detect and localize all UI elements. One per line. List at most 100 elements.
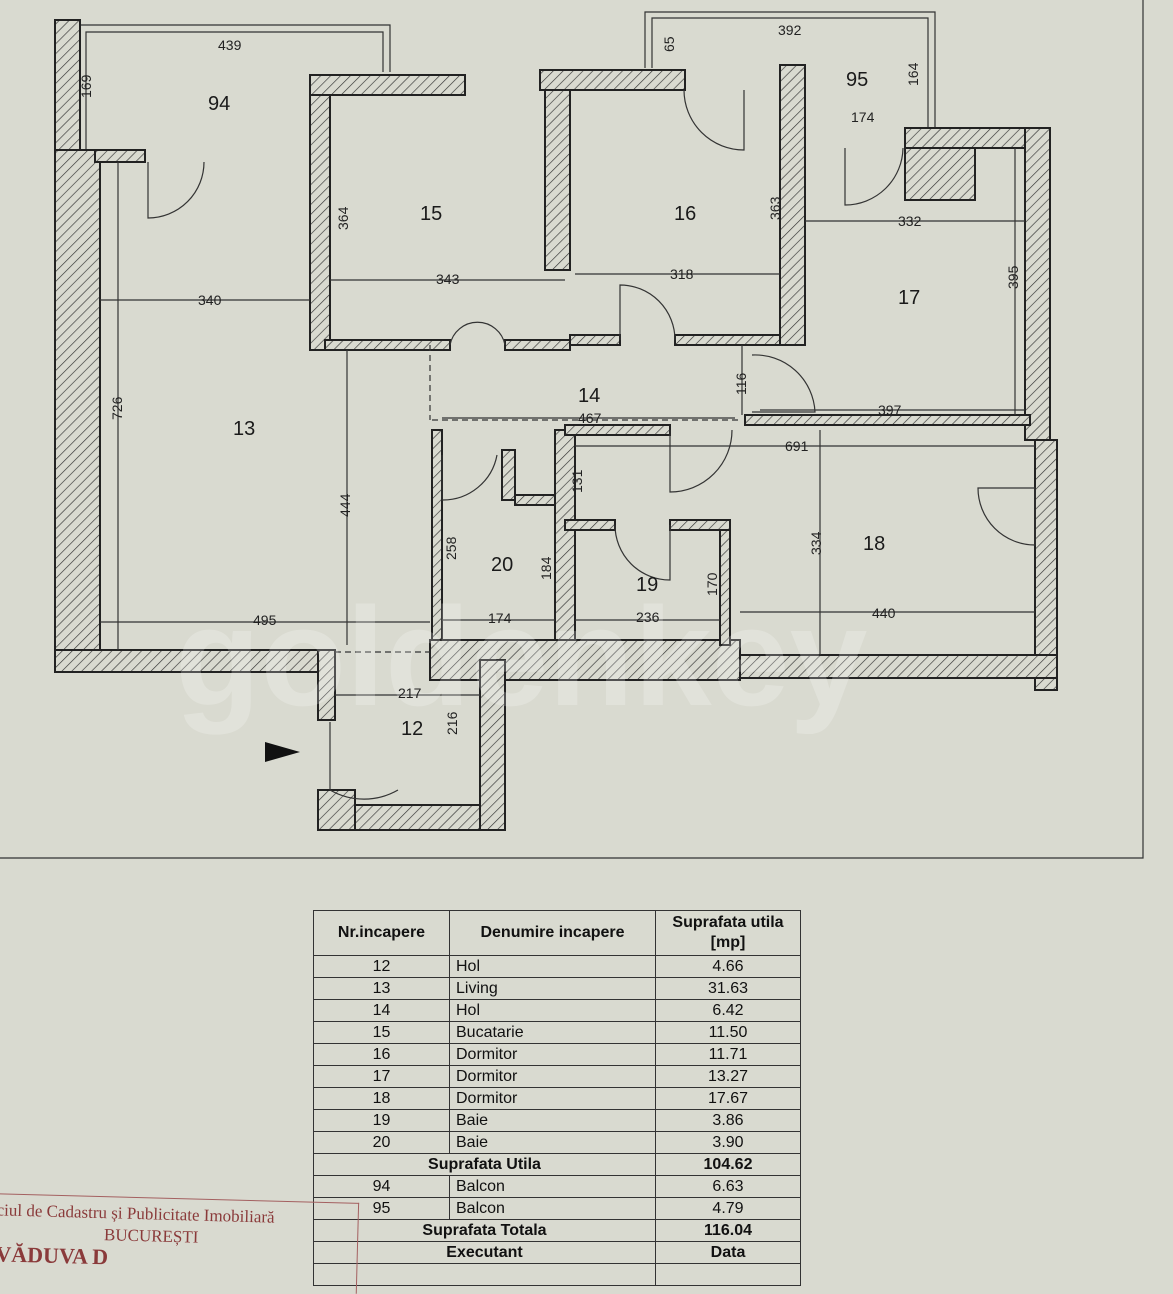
cell-area: 3.90 (655, 1131, 801, 1154)
dimension-label: 395 (1005, 265, 1021, 289)
room-14-label: 14 (578, 385, 600, 407)
cell-name: Balcon (449, 1175, 656, 1198)
total-area-value: 116.04 (655, 1219, 801, 1242)
dimension-label: 216 (444, 711, 460, 735)
dimension-label: 184 (538, 556, 554, 580)
cell-name: Baie (449, 1131, 656, 1154)
cell-nr: 14 (313, 999, 450, 1022)
dimension-label: 364 (335, 206, 351, 230)
dimension-label: 131 (569, 469, 585, 493)
date-label: Data (655, 1241, 801, 1264)
header-name: Denumire incapere (449, 910, 656, 956)
cell-area: 4.79 (655, 1197, 801, 1220)
dimension-labels: 439 169 392 65 164 174 364 343 340 318 3… (78, 22, 1021, 735)
dimension-label: 726 (109, 396, 125, 420)
dimension-label: 467 (578, 410, 602, 426)
cell-nr: 13 (313, 977, 450, 1000)
room-17-label: 17 (898, 287, 920, 309)
room-95-label: 95 (846, 69, 868, 91)
dimension-label: 174 (488, 610, 512, 626)
room-15-label: 15 (420, 203, 442, 225)
dimension-label: 164 (905, 62, 921, 86)
cell-name: Living (449, 977, 656, 1000)
cell-name: Dormitor (449, 1065, 656, 1088)
header-area: Suprafata utila [mp] (655, 910, 801, 956)
total-area-label: Suprafata Totala (313, 1219, 656, 1242)
signature-row (313, 1263, 801, 1286)
signature-cell (313, 1263, 656, 1286)
dimension-label: 691 (785, 438, 809, 454)
cell-name: Hol (449, 955, 656, 978)
cell-name: Dormitor (449, 1087, 656, 1110)
header-nr: Nr.incapere (313, 910, 450, 956)
doors (147, 89, 1036, 800)
cell-area: 11.50 (655, 1021, 801, 1044)
dimension-label: 170 (704, 572, 720, 596)
dimension-label: 318 (670, 266, 694, 282)
entrance-arrow-icon (265, 742, 300, 762)
executant-label: Executant (313, 1241, 656, 1264)
cell-name: Hol (449, 999, 656, 1022)
useful-area-value: 104.62 (655, 1153, 801, 1176)
cell-nr: 19 (313, 1109, 450, 1132)
room-labels: 94 95 15 16 17 14 13 20 19 18 12 (208, 69, 920, 740)
cell-name: Dormitor (449, 1043, 656, 1066)
cell-area: 6.42 (655, 999, 801, 1022)
dimension-label: 332 (898, 213, 922, 229)
room-19-label: 19 (636, 574, 658, 596)
table-header-row: Nr.incapere Denumire incapere Suprafata … (313, 910, 801, 956)
cell-area: 3.86 (655, 1109, 801, 1132)
cell-area: 17.67 (655, 1087, 801, 1110)
room-94-label: 94 (208, 93, 230, 115)
room-16-label: 16 (674, 203, 696, 225)
dimension-label: 444 (337, 493, 353, 517)
dimension-label: 217 (398, 685, 422, 701)
cell-area: 6.63 (655, 1175, 801, 1198)
room-20-label: 20 (491, 554, 513, 576)
dimension-label: 236 (636, 609, 660, 625)
dimension-label: 363 (767, 196, 783, 220)
cell-nr: 94 (313, 1175, 450, 1198)
dimension-label: 439 (218, 37, 242, 53)
cell-nr: 15 (313, 1021, 450, 1044)
dimension-lines (100, 148, 1035, 696)
useful-area-label: Suprafata Utila (313, 1153, 656, 1176)
balcony-95-outline (644, 11, 936, 130)
cadastre-stamp: ciul de Cadastru și Publicitate Imobilia… (0, 1199, 275, 1272)
cell-area: 4.66 (655, 955, 801, 978)
dimension-label: 397 (878, 402, 902, 418)
cell-nr: 20 (313, 1131, 450, 1154)
cell-area: 31.63 (655, 977, 801, 1000)
cell-nr: 18 (313, 1087, 450, 1110)
cell-area: 13.27 (655, 1065, 801, 1088)
walls (54, 19, 1058, 831)
dimension-label: 334 (808, 531, 824, 555)
floor-plan: goldenkey 94 95 15 16 17 14 13 20 19 18 … (0, 0, 1144, 859)
date-cell (655, 1263, 801, 1286)
cell-name: Bucatarie (449, 1021, 656, 1044)
dimension-label: 343 (436, 271, 460, 287)
dimension-label: 169 (78, 74, 94, 98)
plan-border (0, 0, 1144, 859)
dimension-label: 258 (443, 536, 459, 560)
cell-name: Baie (449, 1109, 656, 1132)
watermark: goldenkey (175, 578, 868, 735)
dimension-label: 440 (872, 605, 896, 621)
cell-name: Balcon (449, 1197, 656, 1220)
cell-nr: 17 (313, 1065, 450, 1088)
dimension-label: 116 (733, 372, 749, 395)
dimension-label: 495 (253, 612, 277, 628)
